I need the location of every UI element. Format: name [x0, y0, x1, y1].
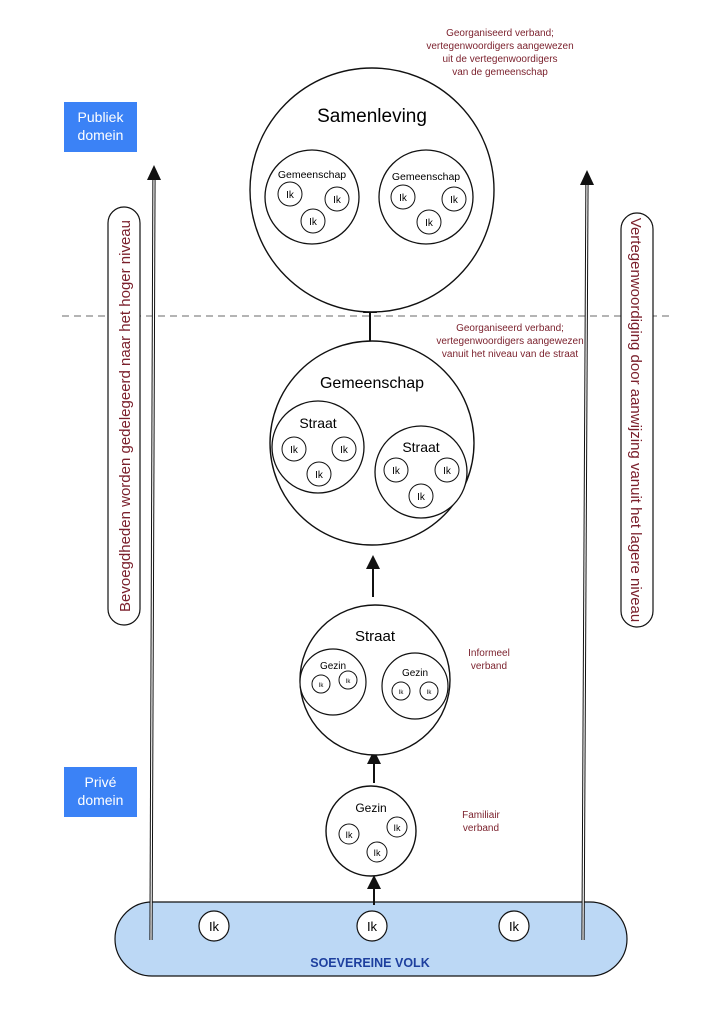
member-label: Ik [340, 445, 349, 456]
left-side-label: Bevoegdheden worden gedelegeerd naar het… [117, 220, 134, 612]
member-label: Ik [309, 217, 318, 228]
member-label: Ik [286, 190, 295, 201]
member-circle [386, 816, 408, 838]
gemeenschap-annotation-line: vertegenwoordigers aangewezen [436, 336, 583, 347]
right-long-arrow-inner [582, 176, 588, 941]
gezin-subcircle-title: Gezin [402, 668, 428, 679]
straat-subcircle [271, 400, 365, 494]
private-domain-label-line2: domein [78, 792, 124, 808]
member-label: Ik [290, 445, 299, 456]
gezin-subcircle [381, 652, 449, 720]
gezin-annotation: Familiair verband [462, 810, 500, 834]
base-member-label: Ik [209, 919, 220, 934]
member-circle [281, 436, 307, 462]
member-circle [408, 483, 434, 509]
samenleving-annotation-line: uit de vertegenwoordigers [442, 54, 557, 65]
member-label: Ik [417, 492, 426, 503]
gemeenschap-annotation: Georganiseerd verband; vertegenwoordiger… [436, 323, 583, 360]
member-label: Ik [346, 679, 352, 685]
gemeenschap-annotation-line: Georganiseerd verband; [456, 323, 564, 334]
right-long-arrow-head [580, 170, 594, 185]
straat-subcircle-title: Straat [299, 415, 336, 431]
member-circle [277, 181, 303, 207]
gemeenschap-circle: Gemeenschap Straat Ik Ik Ik Straat Ik Ik… [269, 340, 475, 546]
gezin-subcircle [299, 648, 367, 716]
gezin-circle: Gezin Ik Ik Ik [325, 785, 417, 877]
member-label: Ik [443, 466, 452, 477]
base-member-circle [498, 910, 530, 942]
member-circle [441, 186, 467, 212]
samenleving-annotation-line: van de gemeenschap [452, 67, 548, 78]
straat-subcircle-title: Straat [402, 439, 439, 455]
left-long-arrow-inner [150, 171, 155, 941]
member-label: Ik [392, 466, 401, 477]
member-circle [306, 461, 332, 487]
straat-annotation-line: verband [471, 661, 507, 672]
member-label: Ik [319, 683, 325, 689]
base-member-label: Ik [509, 919, 520, 934]
base-member-circle [356, 910, 388, 942]
straat-annotation: Informeel verband [468, 648, 510, 672]
gemeenschap-subcircle [378, 149, 474, 245]
right-side-label: Vertegenwoordiging door aanwijzing vanui… [627, 218, 644, 622]
gemeenschap-title: Gemeenschap [320, 375, 424, 392]
member-circle [383, 457, 409, 483]
private-domain-box: Privé domein [64, 767, 137, 817]
member-label: Ik [399, 690, 405, 696]
member-circle [434, 457, 460, 483]
straat-title: Straat [355, 628, 396, 645]
left-side-label-box: Bevoegdheden worden gedelegeerd naar het… [107, 206, 141, 626]
sovereign-people-base: Ik Ik Ik SOEVEREINE VOLK [114, 901, 628, 977]
member-circle [338, 823, 360, 845]
member-circle [311, 674, 331, 694]
member-circle [391, 681, 411, 701]
gezin-title: Gezin [355, 801, 386, 815]
member-circle [331, 436, 357, 462]
samenleving-circle: Samenleving Gemeenschap Ik Ik Ik Gemeens… [249, 67, 495, 313]
member-label: Ik [425, 218, 434, 229]
member-circle [366, 841, 388, 863]
gezin-annotation-line: Familiair [462, 810, 500, 821]
gemeenschap-subcircle-title: Gemeenschap [392, 171, 460, 183]
left-long-arrow-head [147, 165, 161, 180]
member-label: Ik [393, 823, 401, 833]
straat-annotation-line: Informeel [468, 648, 510, 659]
member-label: Ik [373, 848, 381, 858]
member-label: Ik [450, 195, 459, 206]
member-circle [390, 184, 416, 210]
public-domain-box: Publiek domein [64, 102, 137, 152]
gemeenschap-annotation-line: vanuit het niveau van de straat [442, 349, 578, 360]
gemeenschap-subcircle-title: Gemeenschap [278, 169, 346, 181]
straat-circle: Straat Gezin Ik Ik Gezin Ik Ik [299, 604, 451, 756]
private-domain-label-line1: Privé [85, 774, 117, 790]
gemeenschap-subcircle [264, 149, 360, 245]
samenleving-annotation-line: Georganiseerd verband; [446, 28, 554, 39]
member-label: Ik [315, 470, 324, 481]
public-domain-label-line2: domein [78, 127, 124, 143]
gezin-subcircle-title: Gezin [320, 661, 346, 672]
member-circle [338, 670, 358, 690]
public-domain-label-line1: Publiek [78, 109, 125, 125]
member-circle [324, 186, 350, 212]
samenleving-title: Samenleving [317, 106, 427, 127]
base-label: SOEVEREINE VOLK [310, 956, 429, 970]
straat-subcircle [374, 425, 468, 519]
base-member-label: Ik [367, 919, 378, 934]
base-member-circle [198, 910, 230, 942]
member-label: Ik [399, 193, 408, 204]
samenleving-annotation: Georganiseerd verband; vertegenwoordiger… [426, 28, 573, 78]
gezin-annotation-line: verband [463, 823, 499, 834]
member-circle [416, 209, 442, 235]
member-circle [419, 681, 439, 701]
samenleving-annotation-line: vertegenwoordigers aangewezen [426, 41, 573, 52]
member-label: Ik [345, 830, 353, 840]
member-label: Ik [427, 690, 433, 696]
member-circle [300, 208, 326, 234]
right-side-label-box: Vertegenwoordiging door aanwijzing vanui… [620, 212, 654, 628]
member-label: Ik [333, 195, 342, 206]
